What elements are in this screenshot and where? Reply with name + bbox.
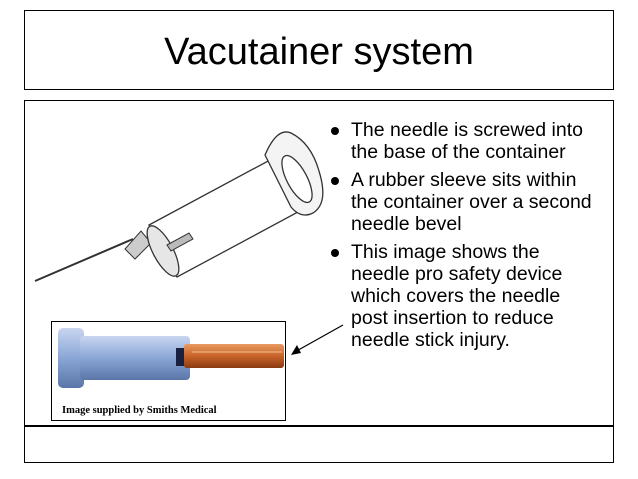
- bullet-dot-icon: [331, 249, 339, 257]
- footer-frame: [24, 426, 614, 463]
- bullet-item: This image shows the needle pro safety d…: [331, 241, 601, 351]
- title-frame: Vacutainer system: [24, 10, 614, 90]
- content-frame: The needle is screwed into the base of t…: [24, 100, 614, 426]
- syringe-illustration: [34, 131, 324, 282]
- safety-device-photo: Image supplied by Smiths Medical: [51, 321, 286, 421]
- bullet-item: A rubber sleeve sits within the containe…: [331, 169, 601, 235]
- bullet-dot-icon: [331, 127, 339, 135]
- safety-device-image: [58, 328, 284, 388]
- image-credit: Image supplied by Smiths Medical: [62, 405, 217, 416]
- bullet-list: The needle is screwed into the base of t…: [331, 119, 601, 357]
- arrow-pointer: [291, 324, 344, 355]
- bullet-dot-icon: [331, 177, 339, 185]
- needle-line: [34, 238, 134, 282]
- slide-title: Vacutainer system: [164, 31, 474, 73]
- bullet-item: The needle is screwed into the base of t…: [331, 119, 601, 163]
